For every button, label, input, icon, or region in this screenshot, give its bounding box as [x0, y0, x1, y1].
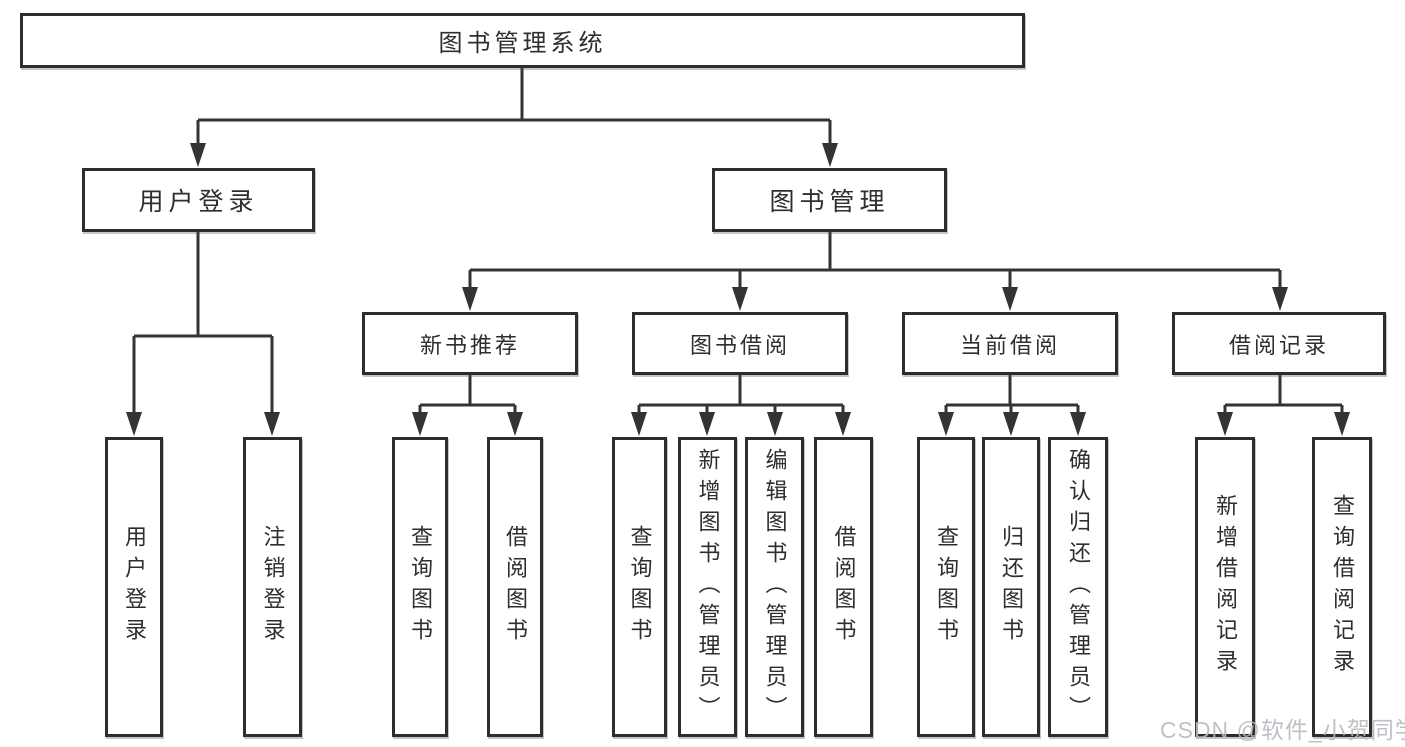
leaf-label: 查询图书: [934, 525, 959, 649]
leaf-query-borrow-record: 查询借阅记录: [1312, 437, 1372, 737]
leaf-edit-books-admin: 编辑图书（管理员）: [745, 437, 804, 737]
leaf-label: 归还图书: [999, 525, 1024, 649]
node-label: 用户登录: [138, 188, 259, 216]
leaf-label: 注销登录: [260, 525, 286, 649]
node-library-management-system: 图书管理系统: [20, 13, 1025, 68]
leaf-query-books-current: 查询图书: [917, 437, 975, 737]
leaf-label: 查询借阅记录: [1330, 494, 1355, 680]
leaf-return-books: 归还图书: [982, 437, 1040, 737]
node-label: 图书借阅: [689, 332, 790, 358]
node-label: 图书管理系统: [438, 30, 607, 57]
node-new-book-recommendation: 新书推荐: [362, 312, 578, 375]
node-borrowing-records: 借阅记录: [1172, 312, 1386, 375]
leaf-query-books-borrow: 查询图书: [612, 437, 667, 737]
node-label: 图书管理: [769, 188, 890, 216]
node-book-borrowing: 图书借阅: [632, 312, 848, 375]
leaf-label: 用户登录: [122, 525, 147, 649]
connector-paths: [132, 68, 1344, 414]
csdn-watermark: CSDN @软件_小贺同学: [1160, 717, 1405, 743]
node-book-management: 图书管理: [712, 168, 947, 232]
leaf-confirm-return-admin: 确认归还（管理员）: [1048, 437, 1108, 737]
node-current-borrowing: 当前借阅: [902, 312, 1118, 375]
node-label: 借阅记录: [1228, 332, 1329, 358]
leaf-label: 确认归还（管理员）: [1066, 447, 1091, 727]
leaf-add-books-admin: 新增图书（管理员）: [678, 437, 737, 737]
leaf-borrow-books-recommend: 借阅图书: [487, 437, 543, 737]
leaf-user-login: 用户登录: [105, 437, 163, 737]
leaf-label: 新增图书（管理员）: [695, 447, 721, 727]
leaf-label: 编辑图书（管理员）: [762, 447, 788, 727]
arrowheads: [126, 143, 1350, 436]
leaf-label: 查询图书: [408, 525, 433, 649]
node-user-login: 用户登录: [82, 168, 315, 232]
leaf-label: 新增借阅记录: [1213, 494, 1238, 680]
leaf-label: 借阅图书: [831, 525, 857, 649]
node-label: 当前借阅: [959, 332, 1060, 358]
leaf-query-books-recommend: 查询图书: [392, 437, 448, 737]
leaf-label: 借阅图书: [503, 525, 528, 649]
leaf-add-borrow-record: 新增借阅记录: [1195, 437, 1255, 737]
leaf-borrow-books: 借阅图书: [814, 437, 873, 737]
node-label: 新书推荐: [419, 332, 520, 358]
leaf-label: 查询图书: [627, 525, 653, 649]
leaf-logout: 注销登录: [243, 437, 302, 737]
